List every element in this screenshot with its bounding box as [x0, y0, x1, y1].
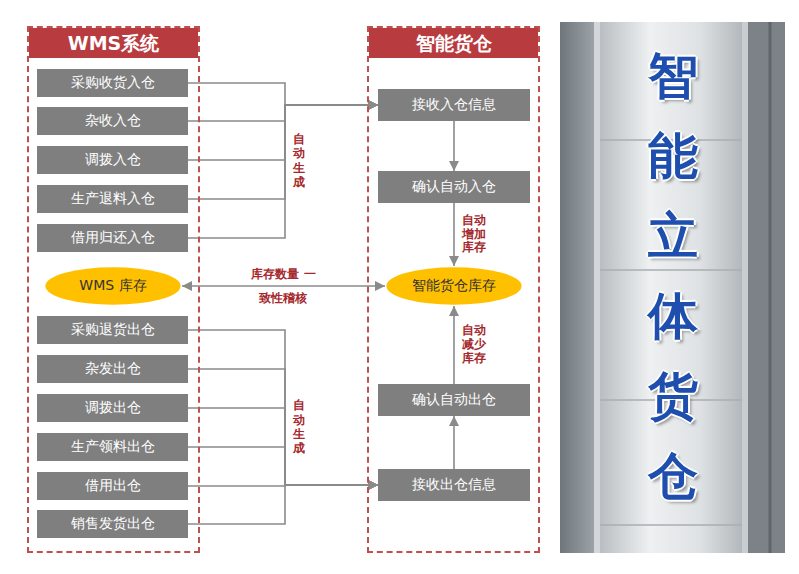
node-label: WMS 库存	[79, 277, 146, 295]
process-box: 调拨出仓	[37, 394, 188, 422]
flow-connector	[453, 121, 455, 171]
node-label: 调拨入仓	[85, 151, 141, 169]
panel-title: WMS系统	[29, 28, 198, 58]
system-panel: 接收入仓信息确认自动入仓智能货仓库存确认自动出仓接收出仓信息 智能货仓	[367, 26, 540, 553]
panel-seam	[600, 269, 742, 271]
process-box: 杂收入仓	[37, 107, 188, 135]
frame-rail	[769, 22, 772, 553]
node-label: 采购收货入仓	[71, 74, 155, 92]
process-box: 销售发货出仓	[37, 510, 188, 538]
flow-connector	[182, 285, 385, 287]
flow-connector	[188, 83, 378, 105]
node-label: 确认自动入仓	[412, 178, 496, 196]
flow-connector	[188, 485, 378, 524]
machine-edge	[742, 22, 748, 553]
process-box: 接收入仓信息	[378, 89, 530, 121]
node-label: 杂发出仓	[85, 360, 141, 378]
node-label: 借用出仓	[85, 477, 141, 495]
node-label: 销售发货出仓	[71, 515, 155, 533]
flow-connector	[453, 416, 455, 469]
machine-edge	[594, 22, 600, 553]
node-label: 智能货仓库存	[412, 277, 496, 295]
flow-connector	[188, 369, 378, 485]
flow-connector	[188, 447, 378, 485]
flow-connector	[188, 105, 378, 160]
machine-panel	[600, 22, 742, 553]
flow-connector	[453, 203, 455, 266]
machine-sign: 智能立体货仓	[648, 36, 698, 516]
edge-label: 自动生成	[293, 132, 305, 190]
flow-connector	[188, 330, 378, 485]
process-box: 确认自动出仓	[378, 384, 530, 416]
photo-ground	[560, 22, 785, 553]
process-box: 确认自动入仓	[378, 171, 530, 203]
edge-label: 自动生成	[293, 398, 305, 456]
node-label: 确认自动出仓	[412, 391, 496, 409]
node-label: 接收出仓信息	[412, 476, 496, 494]
node-label: 调拨出仓	[85, 399, 141, 417]
inventory-ellipse: WMS 库存	[44, 266, 182, 306]
flow-connector	[188, 105, 378, 238]
inventory-ellipse: 智能货仓库存	[385, 266, 523, 306]
machine-frame-right	[742, 22, 785, 553]
process-box: 借用归还入仓	[37, 224, 188, 252]
flow-connector	[188, 105, 378, 121]
system-panel: 采购收货入仓杂收入仓调拨入仓生产退料入仓借用归还入仓 WMS 库存采购退货出仓杂发…	[27, 26, 200, 553]
process-box: 采购收货入仓	[37, 69, 188, 97]
flow-connector	[188, 105, 378, 199]
node-label: 生产退料入仓	[71, 190, 155, 208]
node-label: 接收入仓信息	[412, 96, 496, 114]
flow-connector	[188, 408, 378, 485]
process-box: 生产领料出仓	[37, 433, 188, 461]
machine-frame-left	[560, 22, 600, 553]
process-box: 借用出仓	[37, 472, 188, 500]
flow-connector	[453, 306, 455, 384]
node-label: 杂收入仓	[85, 112, 141, 130]
node-label: 生产领料出仓	[71, 438, 155, 456]
panel-title: 智能货仓	[369, 28, 538, 58]
process-box: 接收出仓信息	[378, 469, 530, 501]
process-box: 调拨入仓	[37, 146, 188, 174]
node-label: 借用归还入仓	[71, 229, 155, 247]
panel-seam	[600, 524, 742, 526]
edge-label: 自动减少库存	[462, 324, 486, 365]
edge-label: 库存数量 一致性稽核	[251, 262, 316, 310]
process-box: 采购退货出仓	[37, 316, 188, 344]
node-label: 采购退货出仓	[71, 321, 155, 339]
edge-label: 自动增加库存	[462, 214, 486, 255]
process-box: 生产退料入仓	[37, 185, 188, 213]
process-box: 杂发出仓	[37, 355, 188, 383]
